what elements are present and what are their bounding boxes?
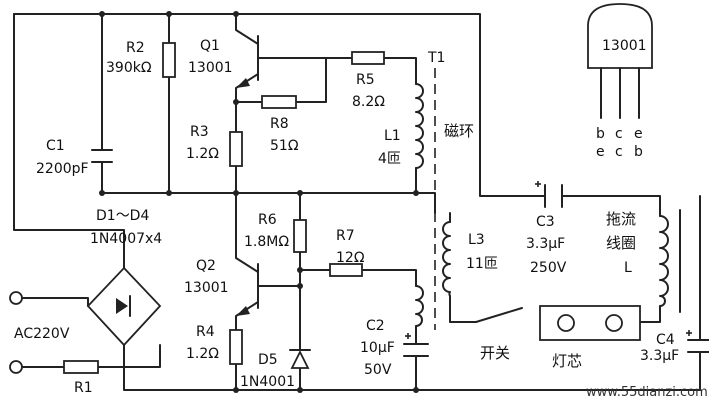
r4-value: 1.2Ω xyxy=(186,346,219,362)
c3-capacitor xyxy=(535,181,563,208)
switch-blade xyxy=(475,307,523,323)
r8-resistor xyxy=(261,95,297,109)
switch-label: 开关 xyxy=(480,344,510,362)
q1-collector-wire xyxy=(235,13,259,45)
c1-capacitor xyxy=(91,149,113,163)
c4-value: 3.3μF xyxy=(640,348,679,364)
l1-name: L1 xyxy=(384,128,401,144)
d5-diode xyxy=(289,339,311,369)
bridge-left-wire xyxy=(21,297,89,307)
r2-value: 390kΩ xyxy=(106,60,152,76)
c1-value: 2200pF xyxy=(36,161,89,177)
q1-transistor xyxy=(236,35,259,88)
r5-name: R5 xyxy=(356,72,375,88)
tuoliu-line1: 拖流 xyxy=(606,210,636,228)
top-rail-wire xyxy=(13,13,546,197)
q1-name: Q1 xyxy=(200,38,220,54)
c2-value: 10μF xyxy=(360,340,395,356)
lamp-right-wire xyxy=(639,313,661,323)
c3-rating: 250V xyxy=(530,260,567,276)
r2-resistor xyxy=(162,42,176,78)
q2-value: 13001 xyxy=(184,280,229,296)
r7-name: R7 xyxy=(336,228,355,244)
r5-resistor xyxy=(351,51,385,65)
left-outer-wire xyxy=(13,13,125,269)
c3-value: 3.3μF xyxy=(526,236,565,252)
l1-coil xyxy=(415,83,424,169)
package-pin-bot-e: e xyxy=(596,144,605,160)
r3-name: R3 xyxy=(190,124,209,140)
l3-bottom-wire xyxy=(449,295,477,323)
c3-name: C3 xyxy=(536,214,555,230)
package-pin-top-b: b xyxy=(596,126,605,142)
c1-name: C1 xyxy=(46,138,65,154)
tuoliu-line3: L xyxy=(624,260,632,276)
d1d4-name: D1～D4 xyxy=(96,208,149,224)
r6-name: R6 xyxy=(258,212,277,228)
d1d4-value: 1N4007x4 xyxy=(90,231,162,247)
d5-name: D5 xyxy=(258,352,278,368)
package-pin-top-e: e xyxy=(634,126,643,142)
r7-resistor xyxy=(329,263,363,277)
bridge-rectifier xyxy=(86,266,162,347)
q1-base-wire xyxy=(257,57,417,85)
c2-name: C2 xyxy=(366,318,385,334)
r7-wire xyxy=(299,269,417,287)
c2-rating: 50V xyxy=(364,362,392,378)
t1-name: T1 xyxy=(427,50,445,66)
q2-transistor xyxy=(236,263,259,316)
r4-name: R4 xyxy=(196,324,215,340)
c3-right-wire xyxy=(561,195,661,217)
l1-value: 4匝 xyxy=(378,151,401,167)
ac-lower-wire xyxy=(21,344,161,368)
watermark: www.55dianzi.com xyxy=(586,385,708,400)
q1-value: 13001 xyxy=(188,60,233,76)
r6-resistor xyxy=(293,219,307,253)
tuoliu-line2: 线圈 xyxy=(606,234,636,252)
package-pin-top-c: c xyxy=(615,126,623,142)
r3-resistor xyxy=(229,131,243,167)
r3-value: 1.2Ω xyxy=(186,146,219,162)
r1-name: R1 xyxy=(74,380,93,396)
mid-rail-wire xyxy=(101,192,436,214)
r7-value: 12Ω xyxy=(336,250,365,266)
junction-dots xyxy=(99,11,419,393)
r8-name: R8 xyxy=(270,116,289,132)
trailing-coil xyxy=(659,215,669,307)
r1-resistor xyxy=(63,360,99,374)
c4-capacitor xyxy=(686,330,709,353)
package-pin-bot-b: b xyxy=(634,144,643,160)
lamp-label: 灯芯 xyxy=(552,352,582,370)
ac-terminal-top xyxy=(9,291,23,305)
r2-name: R2 xyxy=(126,40,145,56)
c4-name: C4 xyxy=(656,332,675,348)
transistor-package xyxy=(587,3,653,119)
d5-value: 1N4001 xyxy=(240,374,295,390)
c2-capacitor xyxy=(403,333,429,357)
ac-label: AC220V xyxy=(14,326,70,342)
bottom-rail-wire xyxy=(123,344,701,391)
l2-coil xyxy=(415,285,424,327)
lamp-socket xyxy=(539,305,641,341)
package-part: 13001 xyxy=(602,38,647,54)
q2-name: Q2 xyxy=(196,258,216,274)
package-pin-bot-c: c xyxy=(615,144,623,160)
q2-collector-wire xyxy=(235,192,259,273)
r6-value: 1.8MΩ xyxy=(244,234,289,250)
cihuan-label: 磁环 xyxy=(444,122,474,140)
r4-resistor xyxy=(229,329,243,365)
l3-value: 11匝 xyxy=(466,256,498,272)
l3-name: L3 xyxy=(468,232,485,248)
ac-terminal-bottom xyxy=(9,360,23,374)
l3-coil xyxy=(442,221,451,297)
r5-value: 8.2Ω xyxy=(352,94,385,110)
r8-value: 51Ω xyxy=(270,138,299,154)
